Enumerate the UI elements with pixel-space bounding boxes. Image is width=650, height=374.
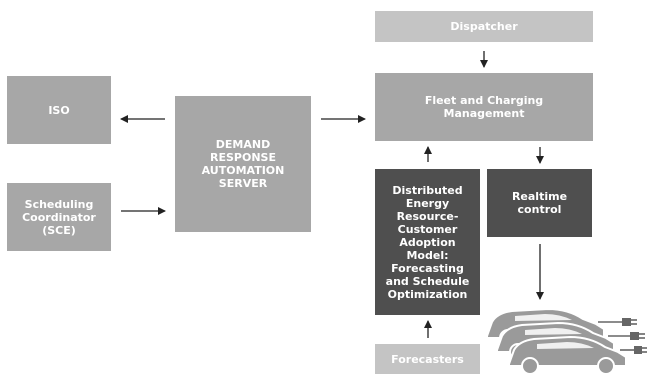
der-cam-node: Distributed Energy Resource- Customer Ad… <box>375 169 480 315</box>
electric-vehicles-icon <box>486 307 647 374</box>
realtime-control-label: Realtime control <box>511 190 568 216</box>
demand-response-server-label: DEMAND RESPONSE AUTOMATION SERVER <box>201 138 285 190</box>
iso-node: ISO <box>7 76 111 144</box>
realtime-control-node: Realtime control <box>487 169 592 237</box>
forecasters-node: Forecasters <box>375 344 480 374</box>
der-cam-label: Distributed Energy Resource- Customer Ad… <box>385 183 470 301</box>
forecasters-label: Forecasters <box>391 352 464 366</box>
charging-plug-icons <box>598 318 647 354</box>
fleet-charging-node: Fleet and Charging Management <box>375 73 593 141</box>
demand-response-server-node: DEMAND RESPONSE AUTOMATION SERVER <box>175 96 311 232</box>
car-front-icon <box>508 335 627 374</box>
scheduling-coordinator-label: Scheduling Coordinator (SCE) <box>22 197 96 237</box>
scheduling-coordinator-node: Scheduling Coordinator (SCE) <box>7 183 111 251</box>
dispatcher-node: Dispatcher <box>375 11 593 42</box>
fleet-charging-label: Fleet and Charging Management <box>424 94 544 120</box>
dispatcher-label: Dispatcher <box>450 20 518 33</box>
iso-label: ISO <box>48 103 70 117</box>
